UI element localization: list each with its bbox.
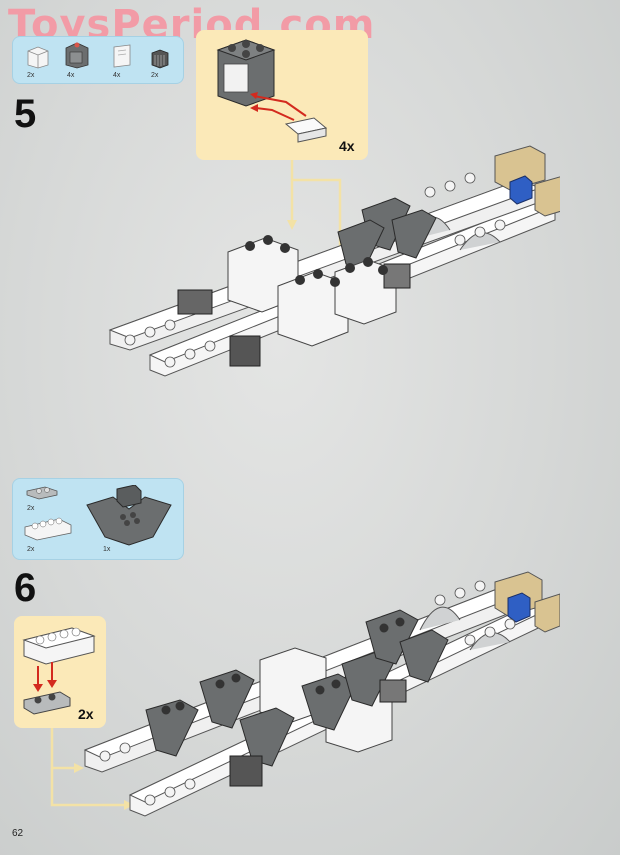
part-qty: 1x	[103, 546, 111, 553]
brick-plate-assembly-illustration	[22, 627, 96, 715]
part-qty: 2x	[27, 546, 35, 553]
step5-model-illustration	[108, 145, 560, 377]
white-brick-part-icon	[27, 46, 49, 69]
step5-subassembly-box: 4x	[196, 30, 368, 160]
dark-grey-wedge-part-icon	[86, 485, 172, 546]
part-qty: 2x	[27, 505, 35, 512]
part-qty: 2x	[151, 72, 159, 79]
light-grey-plate-part-icon	[26, 486, 58, 500]
container-assembly-illustration	[216, 39, 328, 143]
step6-subassembly-box: 2x	[14, 616, 106, 728]
white-door-part-icon	[113, 44, 131, 68]
step5-parts-list: 2x 4x 4x 2x	[12, 36, 184, 84]
part-qty: 4x	[113, 72, 121, 79]
white-brick-1x4-part-icon	[24, 517, 72, 541]
dark-grey-container-part-icon	[65, 42, 89, 69]
subassembly-multiplier: 2x	[78, 706, 94, 722]
step6-model-illustration	[83, 571, 560, 817]
step-number: 5	[14, 92, 37, 136]
part-qty: 2x	[27, 72, 35, 79]
dark-grey-grille-part-icon	[151, 49, 169, 69]
step6-parts-list: 2x 2x 1x	[12, 478, 184, 560]
page-number: 62	[12, 828, 24, 839]
subassembly-multiplier: 4x	[339, 138, 355, 154]
step-number: 6	[14, 566, 37, 610]
part-qty: 4x	[67, 72, 75, 79]
